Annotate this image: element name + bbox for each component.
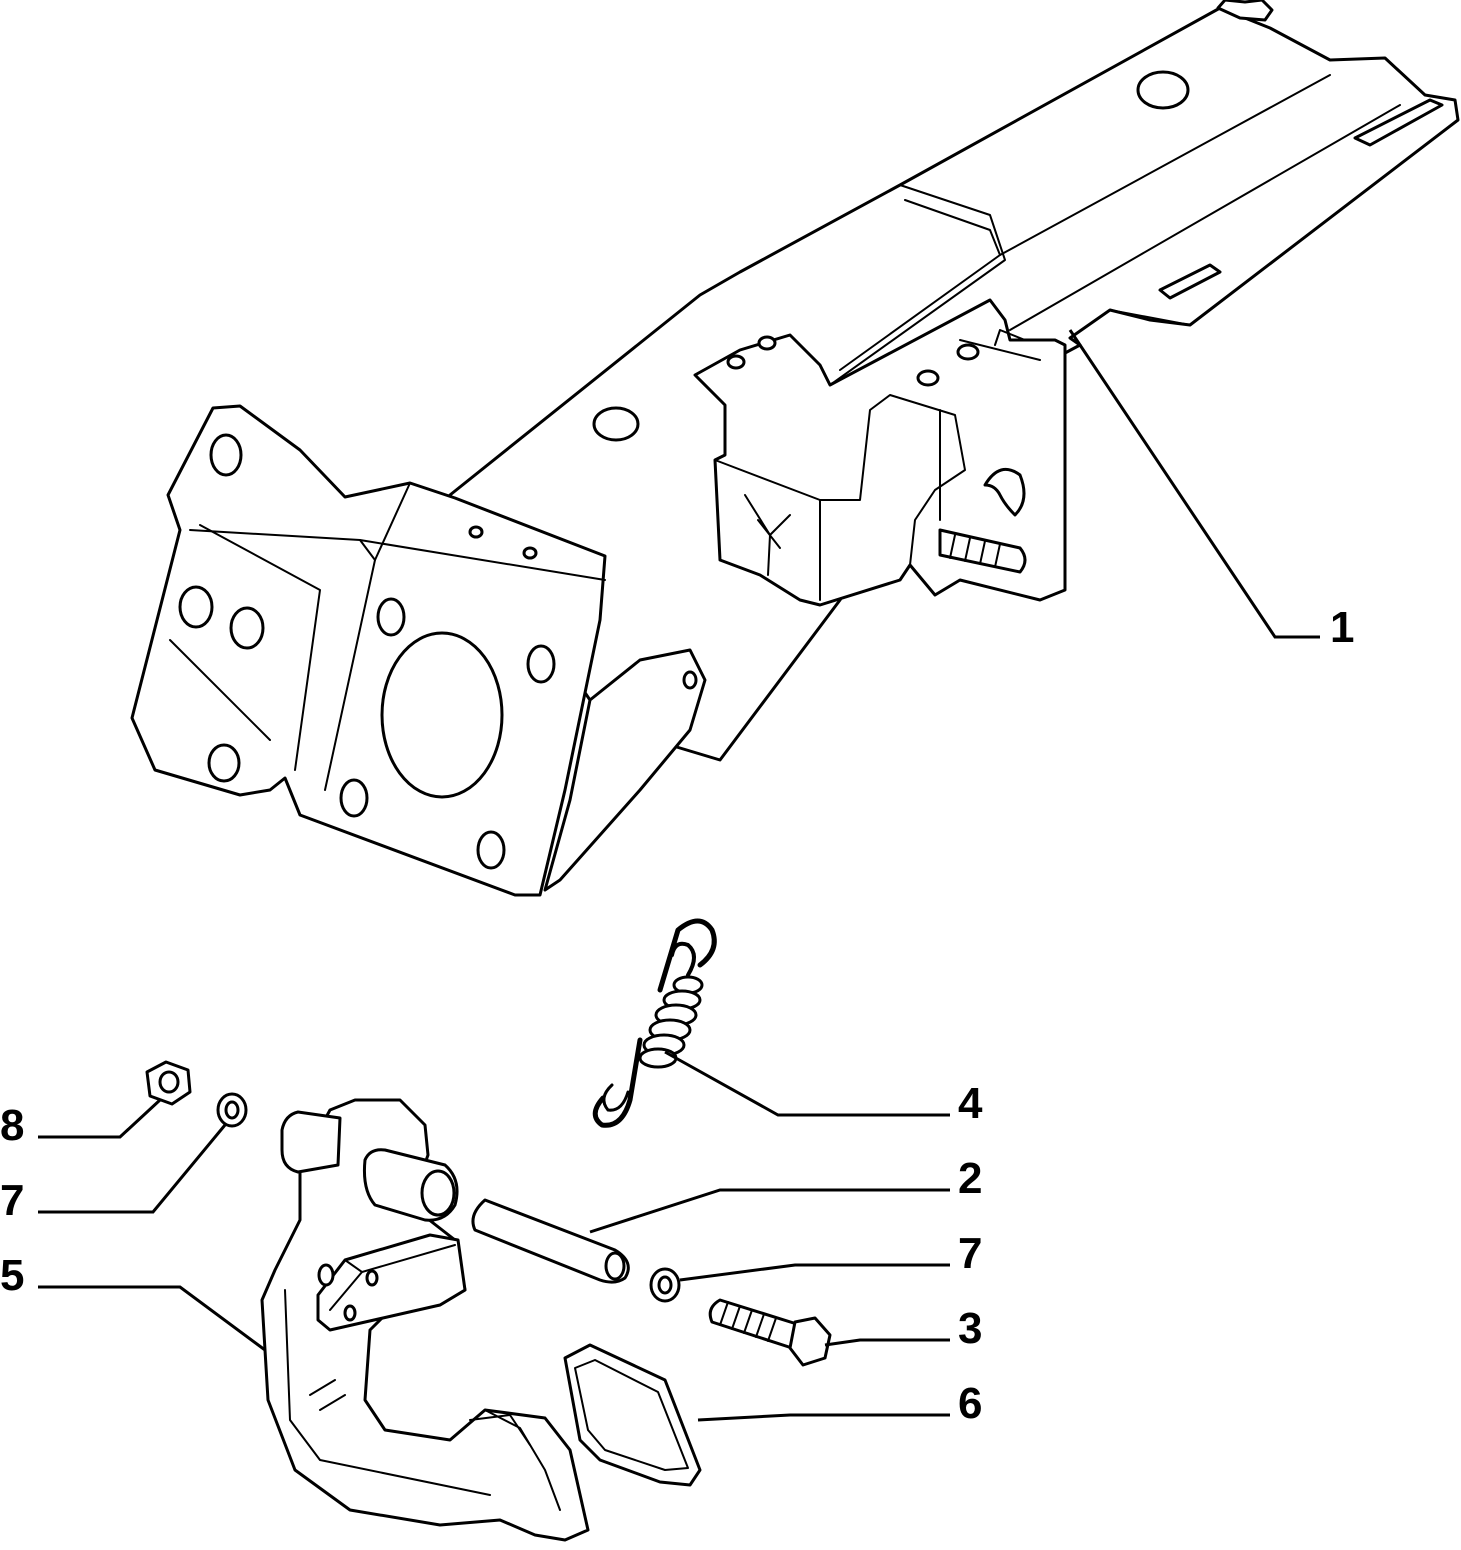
callout-2: 2 <box>958 1154 982 1203</box>
leader-4 <box>664 1050 950 1117</box>
callout-7-right: 7 <box>958 1229 982 1278</box>
callout-8: 8 <box>0 1101 24 1150</box>
pedal-support-bracket <box>130 0 1460 897</box>
bolt <box>708 1298 832 1367</box>
bushing-tube <box>471 1198 630 1284</box>
leader-lines <box>38 329 1320 1422</box>
leader-6 <box>697 1413 950 1422</box>
callout-1: 1 <box>1330 603 1354 652</box>
leader-7b <box>679 1263 950 1282</box>
leader-3 <box>824 1338 950 1347</box>
callout-3: 3 <box>958 1304 982 1353</box>
leader-2 <box>589 1188 950 1234</box>
callout-4: 4 <box>958 1079 983 1128</box>
washer-left <box>216 1092 248 1128</box>
leader-7a <box>38 1124 227 1214</box>
pedal-lever <box>260 1098 590 1542</box>
leader-8 <box>38 1098 162 1139</box>
nut <box>145 1060 192 1106</box>
callout-labels: 1 4 2 7 3 6 8 7 5 <box>0 603 1354 1428</box>
leader-5 <box>38 1285 266 1352</box>
return-spring <box>592 918 717 1128</box>
washer-right <box>649 1267 681 1303</box>
callout-5: 5 <box>0 1251 24 1300</box>
callout-6: 6 <box>958 1379 982 1428</box>
pedal-pad <box>563 1343 702 1487</box>
leader-1 <box>1068 329 1320 639</box>
callout-7-left: 7 <box>0 1176 24 1225</box>
